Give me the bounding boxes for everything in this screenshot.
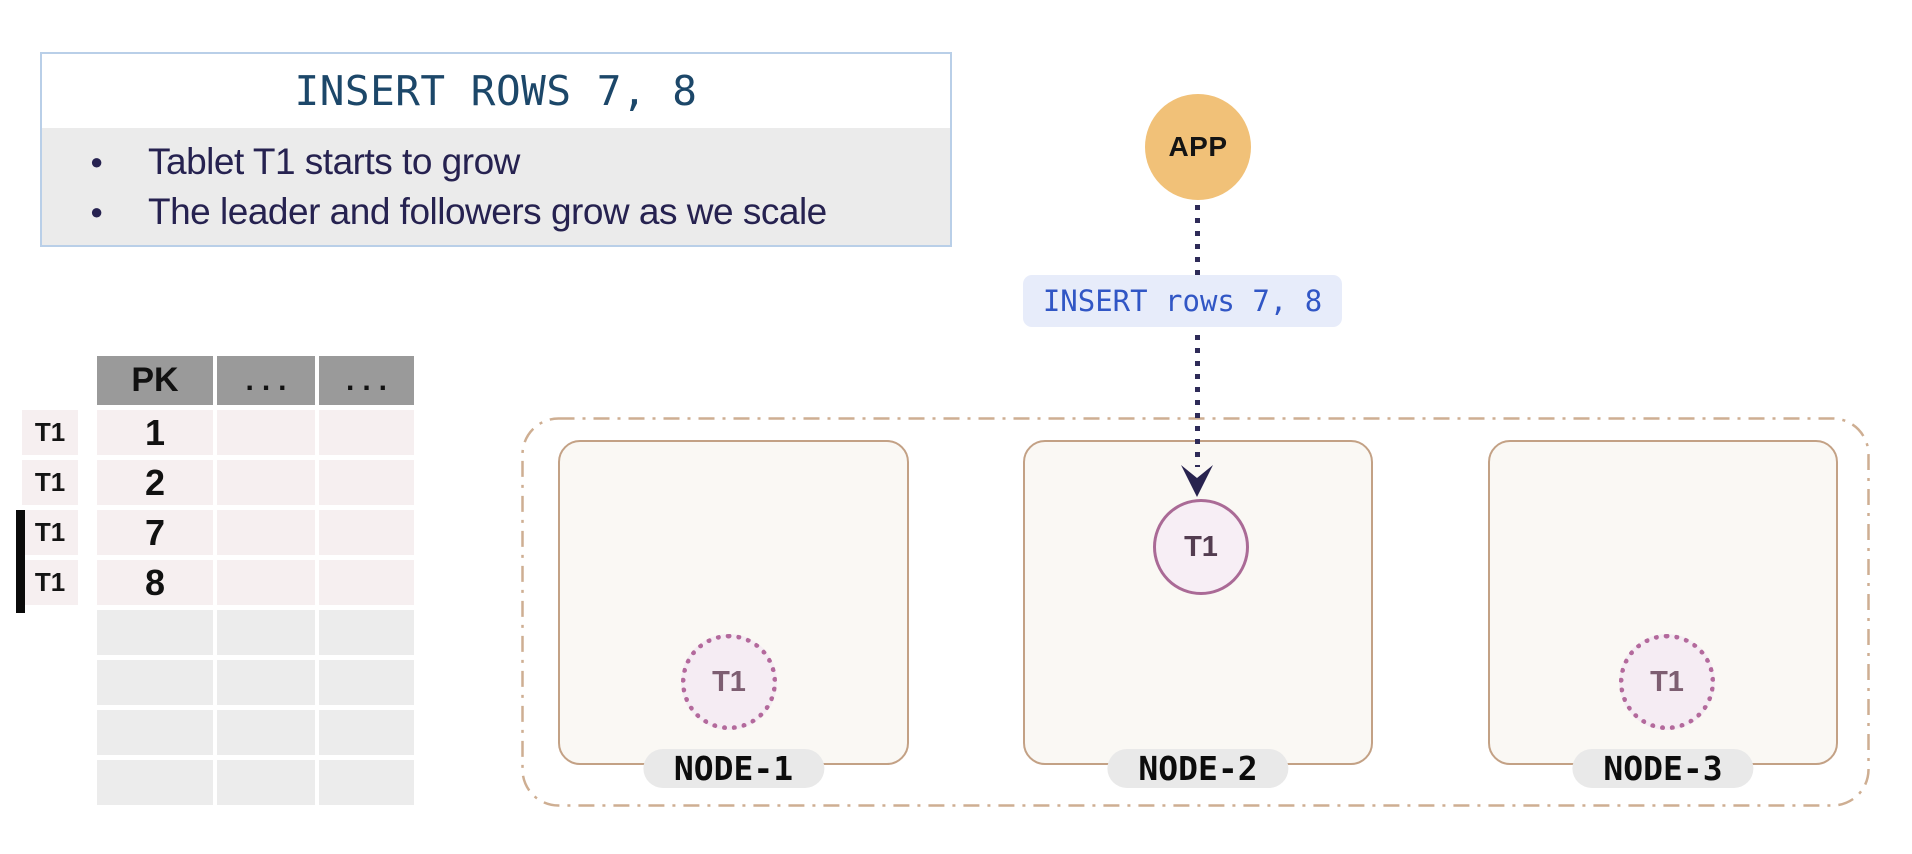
insert-info-header: INSERT ROWS 7, 8 [42,54,950,128]
insert-info-body: ● Tablet T1 starts to grow ● The leader … [42,128,950,245]
insert-info-panel: INSERT ROWS 7, 8 ● Tablet T1 starts to g… [40,52,952,247]
tablet-t1-follower: T1 [1619,634,1715,730]
table-cell [319,610,414,655]
request-dotted-line [1195,205,1200,467]
table-cell [97,660,213,705]
tablet-label: T1 [1650,665,1684,698]
pk-table: PK ... ... 1 2 7 8 [97,356,414,805]
tablet-t1-follower: T1 [681,634,777,730]
table-cell [217,760,315,805]
table-cell [97,710,213,755]
node-2-box: T1 NODE-2 [1023,440,1373,788]
table-cell: 2 [97,460,213,505]
tablet-label: T1 [1184,530,1218,563]
insert-request-badge: INSERT rows 7, 8 [1023,275,1342,327]
table-header-cell: ... [319,356,414,405]
table-cell [217,460,315,505]
tablet-row-label: T1 [16,510,78,563]
node-1-label: NODE-1 [642,749,825,788]
table-cell [319,410,414,455]
table-cell [217,410,315,455]
table-cell: 8 [97,560,213,605]
table-cell [217,710,315,755]
table-cell [97,760,213,805]
table-cell [217,560,315,605]
table-cell [217,610,315,655]
new-row-marker [16,560,25,613]
table-cell [217,660,315,705]
tablet-t1-leader: T1 [1153,499,1249,595]
tablet-row-label: T1 [22,410,78,455]
node-3-label: NODE-3 [1572,749,1754,788]
node-1-box: T1 NODE-1 [558,440,909,788]
app-node: APP [1145,94,1251,200]
table-cell: 7 [97,510,213,555]
table-cell [319,510,414,555]
bullet-icon: ● [90,148,104,174]
table-cell [97,610,213,655]
table-cell [319,710,414,755]
table-cell [319,760,414,805]
bullet-text: The leader and followers grow as we scal… [148,190,827,232]
tablet-row-label: T1 [22,460,78,505]
bullet-icon: ● [90,198,104,224]
table-header-cell: PK [97,356,213,405]
bullet-item: ● Tablet T1 starts to grow [42,141,950,183]
tablet-row-label-text: T1 [34,517,66,547]
tablet-row-label-text: T1 [34,567,66,597]
panel-title: INSERT ROWS 7, 8 [294,67,698,115]
bullet-item: ● The leader and followers grow as we sc… [42,191,950,233]
new-row-marker [16,510,25,563]
table-cell [217,510,315,555]
table-header-cell: ... [217,356,315,405]
node-3-box: T1 NODE-3 [1488,440,1838,788]
tablet-label: T1 [712,665,746,698]
table-cell: 1 [97,410,213,455]
table-cell [319,660,414,705]
table-cell [319,560,414,605]
arrow-down-icon [1181,465,1213,497]
bullet-text: Tablet T1 starts to grow [148,140,520,182]
tablet-row-label: T1 [16,560,78,613]
table-cell [319,460,414,505]
node-2-label: NODE-2 [1107,749,1289,788]
